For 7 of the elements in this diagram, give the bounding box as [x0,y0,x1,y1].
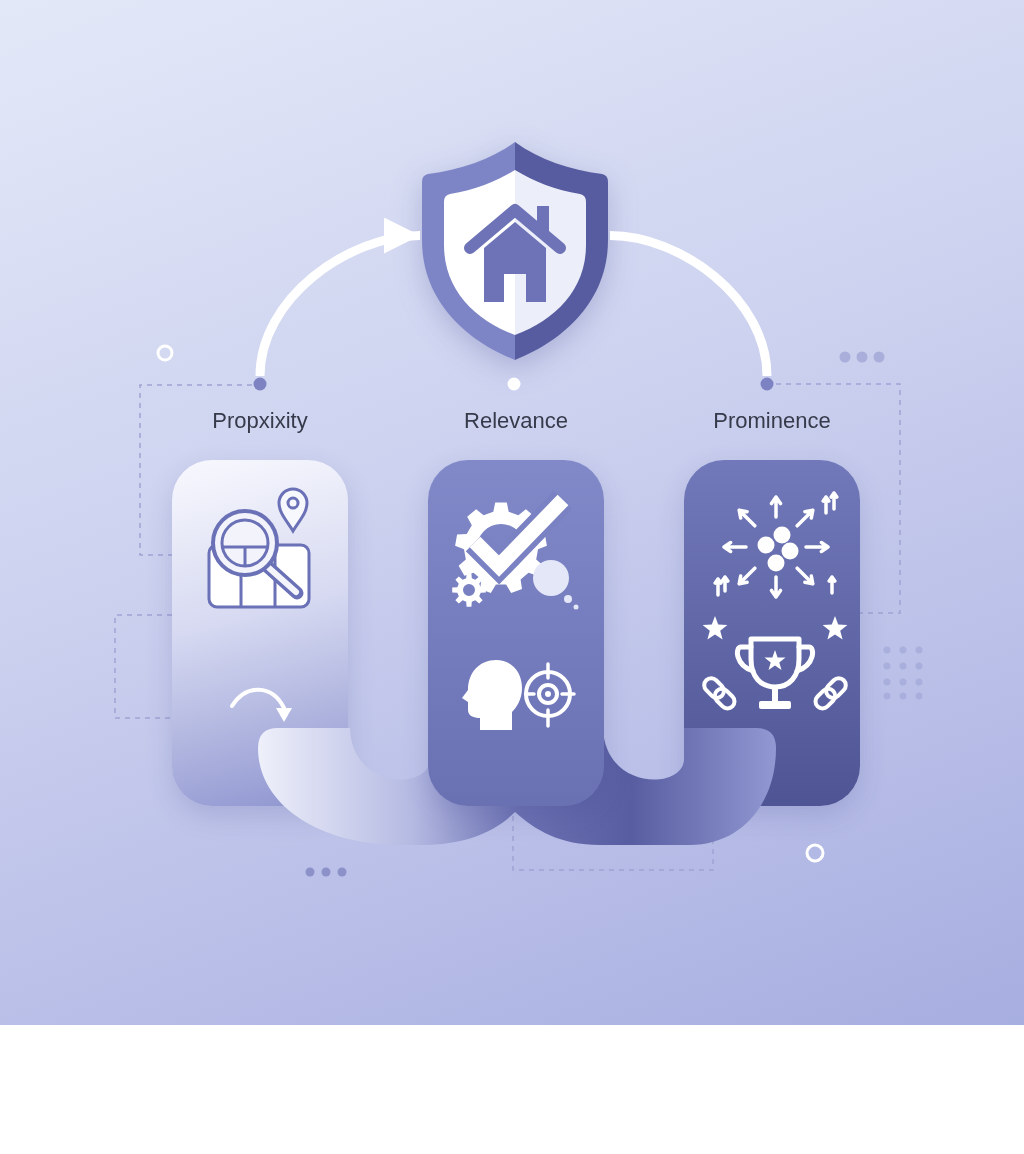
ribbon-band [258,728,776,845]
shield-house-icon [420,140,610,362]
curved-line [609,231,772,377]
category-label: Propxixity [212,407,308,435]
curved-arrow [255,220,421,377]
category-label: Relevance [464,407,568,435]
category-label: Prominence [713,407,831,435]
